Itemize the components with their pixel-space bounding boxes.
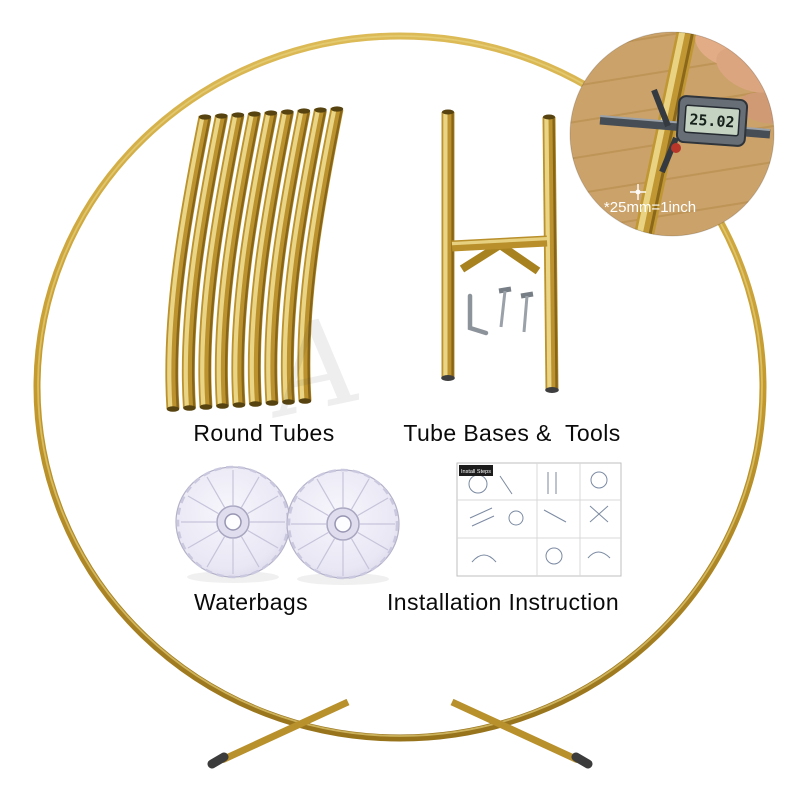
- instruction-diagrams: [468, 471, 611, 565]
- instruction-badge-label: Install Steps: [461, 469, 491, 475]
- waterbag-left: [175, 465, 291, 583]
- caliper-thumb-roller: [671, 143, 681, 153]
- measurement-inset: 25.02 *25mm=1inch: [569, 31, 775, 237]
- caliper-display: 25.02: [675, 95, 749, 147]
- tube-bases-tools-label: Tube Bases & Tools: [403, 420, 621, 446]
- inset-caption: *25mm=1inch: [604, 199, 696, 216]
- measured-gold-tube: [632, 32, 698, 236]
- caliper: 25.02: [599, 88, 771, 174]
- waterbag-right: [286, 468, 400, 585]
- instruction-badge: [459, 465, 493, 476]
- instruction-sheet: Install Steps: [456, 462, 622, 577]
- tools: [467, 286, 534, 336]
- installation-instruction-label: Installation Instruction: [386, 589, 620, 615]
- screw-icon: [498, 286, 512, 328]
- arch-ring: [33, 32, 767, 742]
- round-tubes-bundle: [167, 106, 343, 411]
- waterbags-label: Waterbags: [194, 589, 308, 615]
- arch-legs: [207, 698, 593, 769]
- screw-icon: [520, 291, 534, 333]
- round-tubes-label: Round Tubes: [193, 420, 335, 446]
- caliper-reading: 25.02: [689, 110, 735, 131]
- tube-base-h: [441, 110, 559, 394]
- lens-flare-icon: [630, 184, 646, 200]
- allen-key-icon: [467, 293, 489, 336]
